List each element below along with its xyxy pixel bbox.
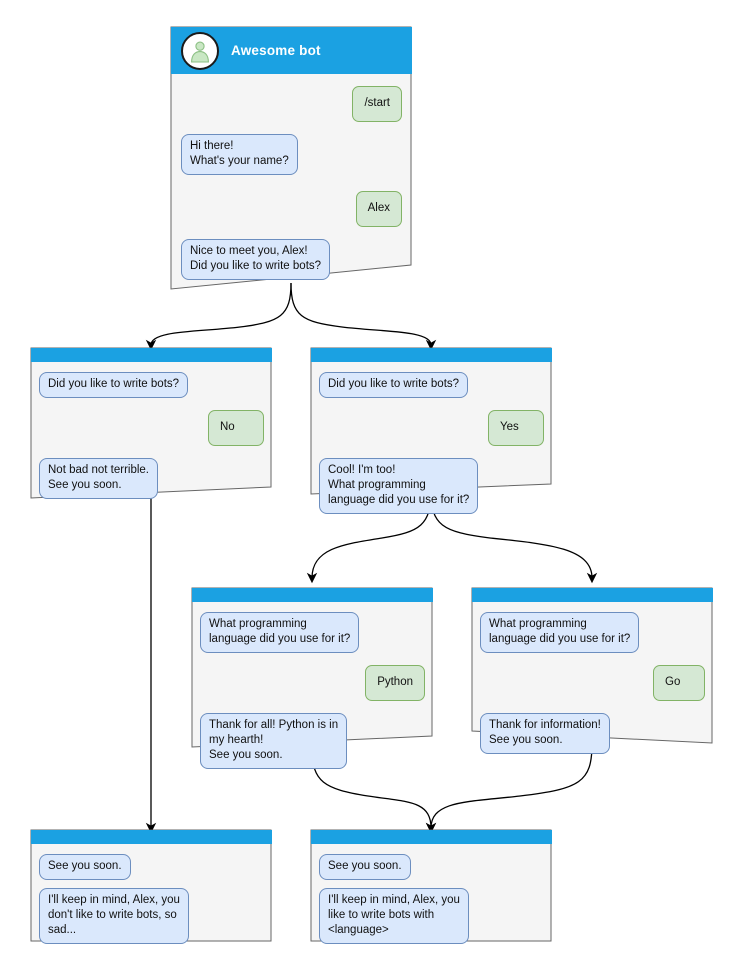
node-titlebar (472, 588, 713, 602)
bot-message-bubble: What programming language did you use fo… (480, 612, 640, 653)
bot-message-bubble: Hi there! What's your name? (181, 134, 298, 175)
message-row: Cool! I'm too! What programming language… (319, 458, 544, 514)
node-yes-branch[interactable]: Did you like to write bots? Yes Cool! I'… (310, 347, 552, 514)
user-message-bubble: No (208, 410, 264, 446)
message-row: Nice to meet you, Alex! Did you like to … (181, 239, 402, 280)
message-row: See you soon. (39, 854, 264, 880)
person-avatar-icon (181, 31, 219, 70)
message-row: /start (181, 86, 402, 122)
node-chat-area: Did you like to write bots? No Not bad n… (31, 362, 272, 509)
bot-message-bubble: What programming language did you use fo… (200, 612, 360, 653)
message-row: I'll keep in mind, Alex, you don't like … (39, 888, 264, 944)
node-titlebar (192, 588, 433, 602)
bot-message-bubble: See you soon. (319, 854, 411, 880)
node-titlebar (311, 830, 552, 844)
message-row: Thank for information! See you soon. (480, 713, 705, 754)
node-titlebar: Awesome bot (171, 27, 412, 74)
bot-message-bubble: Thank for all! Python is in my hearth! S… (200, 713, 348, 769)
node-python-branch[interactable]: What programming language did you use fo… (191, 587, 433, 769)
user-message-bubble: Yes (488, 410, 544, 446)
message-row: What programming language did you use fo… (480, 612, 705, 653)
user-message-bubble: /start (352, 86, 402, 122)
message-row: Alex (181, 191, 402, 227)
bot-message-bubble: I'll keep in mind, Alex, you like to wri… (319, 888, 469, 944)
message-row: I'll keep in mind, Alex, you like to wri… (319, 888, 544, 944)
bot-message-bubble: I'll keep in mind, Alex, you don't like … (39, 888, 189, 944)
edge-root-to-no (145, 282, 292, 351)
message-row: Python (200, 665, 425, 701)
node-chat-area: What programming language did you use fo… (192, 602, 433, 779)
bot-message-bubble: See you soon. (39, 854, 131, 880)
message-row: See you soon. (319, 854, 544, 880)
node-chat-area: Did you like to write bots? Yes Cool! I'… (311, 362, 552, 524)
edge-root-to-yes (290, 282, 437, 351)
node-chat-area: What programming language did you use fo… (472, 602, 713, 764)
node-titlebar (31, 348, 272, 362)
node-root[interactable]: Awesome bot /start Hi there! What's your… (170, 26, 412, 290)
message-row: Thank for all! Python is in my hearth! S… (200, 713, 425, 769)
node-end-no[interactable]: See you soon. I'll keep in mind, Alex, y… (30, 829, 272, 944)
node-chat-area: See you soon. I'll keep in mind, Alex, y… (31, 844, 272, 954)
bot-message-bubble: Thank for information! See you soon. (480, 713, 610, 754)
bot-message-bubble: Nice to meet you, Alex! Did you like to … (181, 239, 331, 280)
node-chat-area: See you soon. I'll keep in mind, Alex, y… (311, 844, 552, 954)
node-titlebar (31, 830, 272, 844)
node-no-branch[interactable]: Did you like to write bots? No Not bad n… (30, 347, 272, 499)
message-row: Did you like to write bots? (319, 372, 544, 398)
bot-message-bubble: Not bad not terrible. See you soon. (39, 458, 159, 499)
user-message-bubble: Python (365, 665, 425, 701)
message-row: Hi there! What's your name? (181, 134, 402, 175)
message-row: Yes (319, 410, 544, 446)
bot-message-bubble: Did you like to write bots? (39, 372, 189, 398)
message-row: No (39, 410, 264, 446)
node-go-branch[interactable]: What programming language did you use fo… (471, 587, 713, 754)
node-end-yes[interactable]: See you soon. I'll keep in mind, Alex, y… (310, 829, 552, 944)
message-row: Not bad not terrible. See you soon. (39, 458, 264, 499)
message-row: Go (480, 665, 705, 701)
bot-message-bubble: Cool! I'm too! What programming language… (319, 458, 479, 514)
message-row: Did you like to write bots? (39, 372, 264, 398)
message-row: What programming language did you use fo… (200, 612, 425, 653)
user-message-bubble: Alex (355, 191, 402, 227)
node-titlebar (311, 348, 552, 362)
node-chat-area: /start Hi there! What's your name? Alex … (171, 74, 412, 280)
bot-title: Awesome bot (231, 43, 321, 58)
user-message-bubble: Go (653, 665, 705, 701)
bot-message-bubble: Did you like to write bots? (319, 372, 469, 398)
